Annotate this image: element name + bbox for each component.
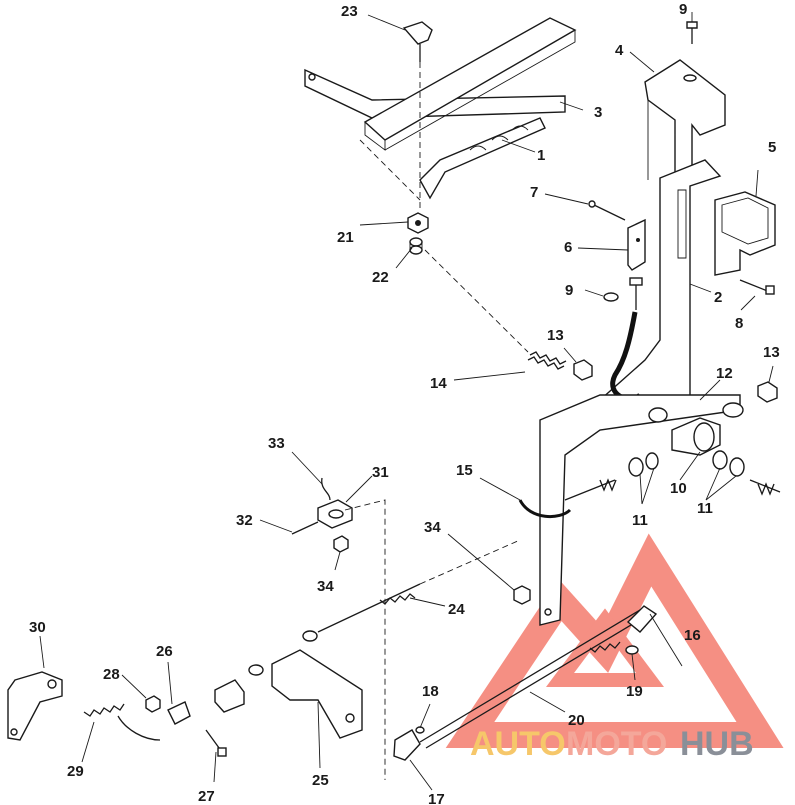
- grommet: [214, 664, 264, 713]
- bracket-assembly-3: [304, 17, 577, 200]
- rod-24: [302, 583, 421, 642]
- bolt-27: [205, 729, 227, 757]
- spring-14: [527, 351, 567, 370]
- label-part-19: 19: [626, 683, 643, 700]
- nut-28: [145, 695, 161, 713]
- spacer-22: [409, 237, 423, 255]
- clip-26: [167, 701, 191, 725]
- bracket-6: [627, 218, 646, 271]
- lever-4: [644, 59, 726, 180]
- label-part-23: 23: [341, 3, 358, 20]
- label-part-8: 8: [735, 315, 743, 332]
- label-part-13-right: 13: [763, 344, 780, 361]
- nut-13-left: [573, 359, 593, 381]
- label-part-12: 12: [716, 365, 733, 382]
- guide-lines: [344, 62, 529, 780]
- label-part-9-top: 9: [679, 1, 687, 18]
- label-part-28: 28: [103, 666, 120, 683]
- bracket-5: [714, 191, 776, 276]
- label-part-30: 30: [29, 619, 46, 636]
- label-part-18: 18: [422, 683, 439, 700]
- label-part-29: 29: [67, 763, 84, 780]
- label-part-13-left: 13: [547, 327, 564, 344]
- label-part-3: 3: [594, 104, 602, 121]
- label-part-17: 17: [428, 791, 445, 805]
- label-part-7: 7: [530, 184, 538, 201]
- leader-lines: [39, 12, 774, 791]
- label-part-15: 15: [456, 462, 473, 479]
- screw-7: [588, 200, 626, 221]
- bracket-31: [317, 499, 353, 529]
- label-part-20: 20: [568, 712, 585, 729]
- label-part-34-right: 34: [424, 519, 441, 536]
- watermark-auto: AUTO: [470, 725, 566, 763]
- label-part-11-left: 11: [632, 512, 648, 529]
- knob-23: [402, 21, 433, 62]
- bolt-mid: [629, 277, 643, 310]
- label-part-34-left: 34: [317, 578, 334, 595]
- nut-13-right: [757, 381, 778, 403]
- label-part-6: 6: [564, 239, 572, 256]
- label-part-21: 21: [337, 229, 354, 246]
- label-part-5: 5: [768, 139, 776, 156]
- label-part-31: 31: [372, 464, 389, 481]
- rod-end-17: [393, 729, 421, 761]
- clamp-15: [518, 499, 572, 519]
- watermark-text: AUTO MOTO HUB: [470, 725, 754, 763]
- label-part-24: 24: [448, 601, 465, 618]
- label-part-25: 25: [312, 772, 329, 789]
- nut-34-right: [513, 585, 531, 605]
- label-part-32: 32: [236, 512, 253, 529]
- bracket-30: [7, 671, 63, 741]
- label-part-33: 33: [268, 435, 285, 452]
- bracket-25: [271, 649, 363, 739]
- cable-20: [419, 609, 647, 749]
- label-part-26: 26: [156, 643, 173, 660]
- nut-19: [625, 645, 639, 655]
- label-part-4: 4: [615, 42, 624, 59]
- label-part-16: 16: [684, 627, 701, 644]
- part-labels: 1 2 3 4 5 6 7 8 9 9 10 11 11 12 13 13 14…: [29, 1, 780, 805]
- watermark-moto: MOTO: [566, 725, 667, 763]
- label-part-10: 10: [670, 480, 687, 497]
- label-part-1: 1: [537, 147, 545, 164]
- label-part-2: 2: [714, 289, 722, 306]
- label-part-22: 22: [372, 269, 389, 286]
- screw-8: [739, 279, 775, 295]
- label-part-11-right: 11: [697, 500, 713, 517]
- watermark-hub: HUB: [680, 725, 754, 763]
- screw-9-top: [686, 21, 698, 44]
- spring-29: [83, 703, 161, 741]
- label-part-9-mid: 9: [565, 282, 573, 299]
- end-fitting-16: [626, 605, 658, 633]
- cotter-pin-33: [321, 477, 331, 501]
- nut-34-left: [333, 535, 349, 553]
- label-part-27: 27: [198, 788, 215, 805]
- pin-32: [291, 521, 319, 535]
- shaft-assembly: [539, 394, 781, 626]
- washer-9-mid: [603, 292, 619, 302]
- label-part-14: 14: [430, 375, 447, 392]
- nut-21: [407, 212, 429, 234]
